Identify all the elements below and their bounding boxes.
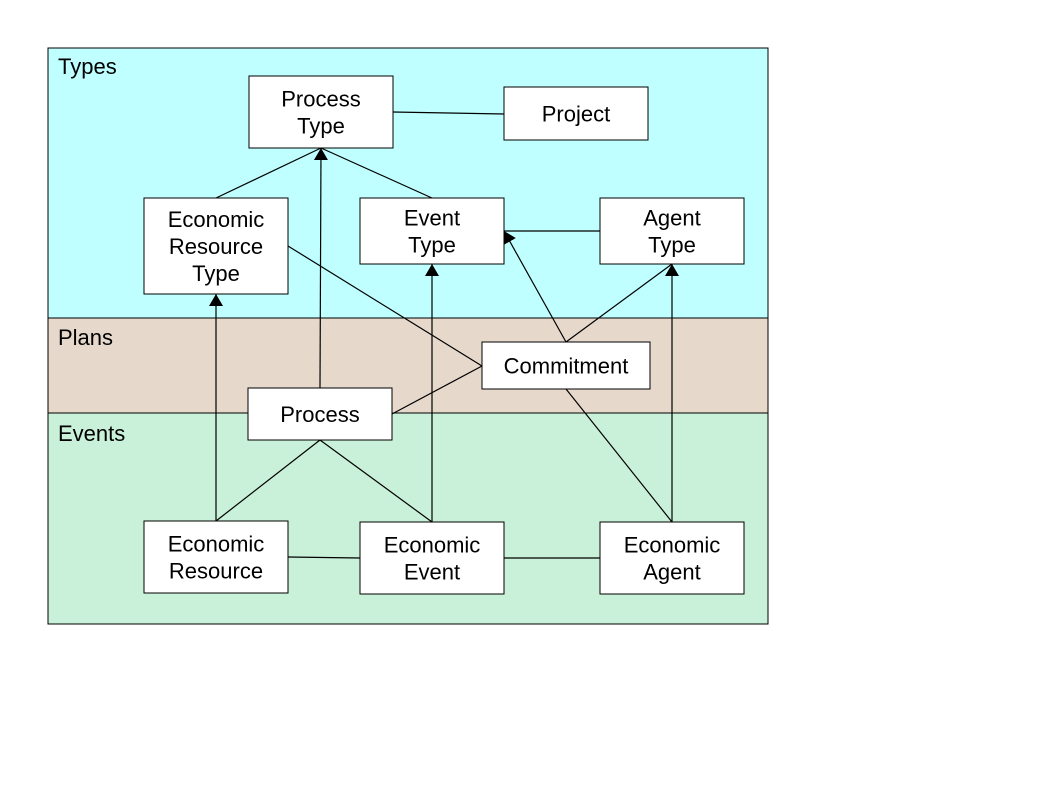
node-label-line: Event [404,559,460,584]
types-band-label: Types [58,54,117,79]
node-label-line: Type [648,232,696,257]
commitment-to-event-type-connector [503,230,567,343]
node-label-line: Commitment [504,353,629,378]
process-type-to-project-connector [392,111,505,115]
node-label-line: Event [404,205,460,230]
economic-resource-to-process-connector [215,439,321,522]
project-node[interactable]: Project [503,86,649,141]
node-label-line: Project [542,101,610,126]
node-label-line: Type [297,113,345,138]
economic-agent-to-commitment-connector [565,388,673,523]
plans-band-label: Plans [58,325,113,350]
commitment-to-agent-type-connector [565,263,673,343]
connections [209,111,679,559]
node-label-line: Resource [169,558,263,583]
node-label-line: Economic [168,207,265,232]
node-label-line: Type [192,261,240,286]
node-label-line: Resource [169,234,263,259]
node-label-line: Agent [643,205,701,230]
node-label-line: Economic [168,531,265,556]
node-label-line: Agent [643,559,701,584]
process-label: Process [280,402,359,427]
economic-resource-type-to-commitment-connector [287,245,483,367]
economic-resource-type-to-process-type-connector [215,147,322,199]
process-node[interactable]: Process [247,387,393,441]
node-label-line: Type [408,232,456,257]
event-type-to-process-type-connector [320,147,433,199]
project-label: Project [542,101,610,126]
node-label-line: Process [281,86,360,111]
plans-band [47,317,769,414]
node-label-line: Economic [384,532,481,557]
events-band-label: Events [58,421,125,446]
economic-resource-to-economic-event-connector [287,556,361,559]
node-label-line: Economic [624,532,721,557]
economic-event-to-process-connector [319,439,433,523]
process-to-commitment-connector [391,365,483,415]
commitment-node[interactable]: Commitment [481,341,651,390]
process-to-process-type-connector [313,147,328,389]
commitment-label: Commitment [504,353,629,378]
node-label-line: Process [280,402,359,427]
